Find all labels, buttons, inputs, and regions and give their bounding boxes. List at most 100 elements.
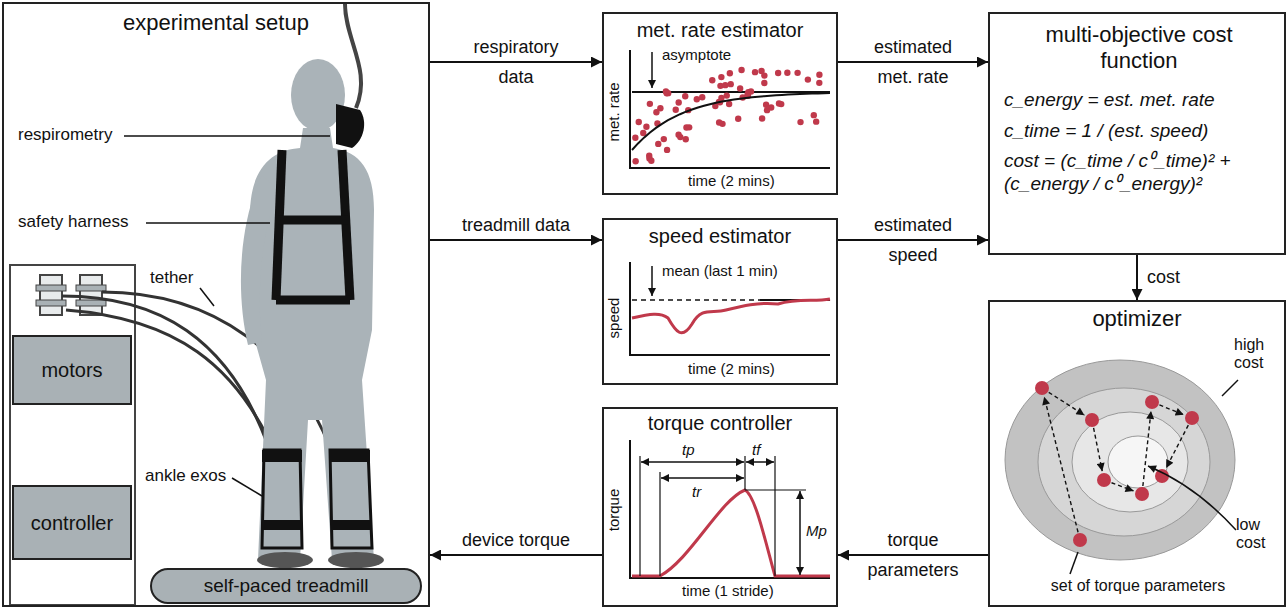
data-dot [719,121,725,127]
equipment-rack [76,285,106,291]
data-dot [648,158,654,164]
formula-line: cost = (c_time / c⁰_time)² + (c_energy /… [1004,150,1274,196]
data-dot [663,88,669,94]
breathing-mask [336,104,364,148]
timing-mark [774,456,775,576]
data-dot [759,115,765,121]
fit-curve [632,93,830,150]
shoe [257,552,313,568]
part-label: tether [150,268,193,288]
timing-mark [639,456,640,576]
data-dot [752,69,758,75]
flow-arrow [430,61,602,63]
data-dot [735,116,741,122]
leader-line [1222,380,1238,396]
parameter-symbol: tp [682,441,695,459]
box-heading: self-paced treadmill [204,575,369,598]
torque-curve [632,490,830,576]
box-heading: torque controller [648,411,793,435]
annotation: high cost [1234,336,1284,373]
search-step [1166,425,1188,468]
search-step [1112,483,1134,491]
arrow-label: torque parameters [858,525,968,585]
cost-contour [1108,436,1168,488]
equipment-rack [76,300,106,306]
axis-label: met. rate [605,72,623,152]
cost-function-box: multi-objective cost functionc_energy = … [988,12,1286,255]
data-dot [657,105,663,111]
formula-line: c_time = 1 / (est. speed) [1004,120,1208,143]
motor-box: motors [12,335,132,405]
data-dot [664,147,670,153]
flow-arrow [1136,255,1138,300]
box-heading: multi-objective cost function [1024,22,1254,75]
flow-arrow [430,239,602,241]
estimator-box: met. rate estimator [602,12,838,195]
data-dot [718,74,724,80]
dimension-arrow [641,461,744,463]
arrow-label: device torque [461,525,571,555]
ankle-exoskeleton [331,520,371,530]
data-dot [761,80,767,86]
dimension-arrow [661,477,744,479]
data-dot [661,136,667,142]
annotation: low cost [1236,516,1286,553]
data-dot [699,94,705,100]
data-dot [673,107,679,113]
search-step [1049,392,1085,415]
data-dot [761,72,767,78]
data-dot [797,119,803,125]
plot-axis [630,50,830,168]
flow-arrow [838,61,988,63]
timing-mark [745,489,806,490]
data-dot [738,67,744,73]
equipment-rack [36,285,66,291]
arrow-label: treadmill data [461,210,571,240]
person-silhouette [241,59,374,560]
timing-mark [640,456,806,576]
data-dot [682,93,688,99]
data-dot [647,101,653,107]
annotation: time (2 mins) [688,172,775,190]
speed-trace [632,299,830,333]
data-dot [632,135,638,141]
data-dot [776,100,782,106]
axis-label: torque [605,480,623,540]
search-step [1159,405,1183,415]
arrow-label: respiratory data [461,32,571,92]
data-dot [632,67,822,165]
box-heading: experimental setup [123,10,309,36]
data-dot [805,76,811,82]
arrow-label: estimated speed [858,210,968,270]
ankle-exoskeleton [262,520,302,530]
data-dot [709,77,715,83]
parameter-dot [1073,533,1087,547]
timing-mark [744,456,745,490]
dimension-arrow [799,491,801,575]
data-dot [737,85,743,91]
safety-harness [278,216,348,225]
arrow-label: cost [1147,267,1180,288]
breathing-mask [336,104,364,148]
parameter-dot [1155,469,1169,483]
box-heading: speed estimator [649,224,791,248]
equipment-rack [36,300,66,306]
safety-harness [276,150,350,300]
data-dot [722,82,728,88]
annotation: mean (last 1 min) [662,262,778,280]
cost-contour [1038,388,1210,536]
leader-line [1148,466,1236,530]
asymptote-line [632,91,830,93]
dimension-arrow [746,461,774,463]
equipment-rack [80,275,102,315]
parameter-dot [1097,473,1111,487]
estimator-box: speed estimator [602,218,838,385]
parameter-symbol: tr [692,483,701,501]
part-label: ankle exos [145,466,226,486]
leader-line [124,136,330,496]
data-dot [683,124,689,130]
flow-arrow [430,554,602,556]
search-step [1044,397,1078,533]
flow-arrow [838,554,988,556]
parameter-dot [1035,381,1199,547]
